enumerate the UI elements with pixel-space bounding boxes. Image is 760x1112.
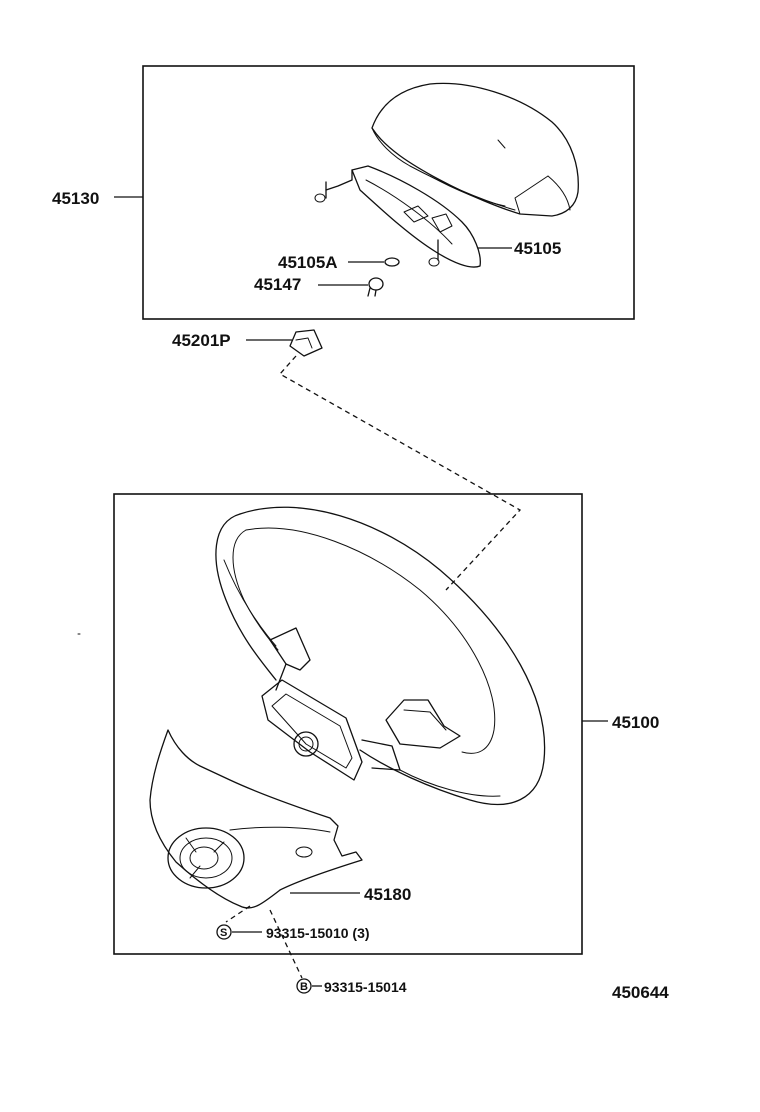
label-45130: 45130 [52,189,99,208]
label-45105a: 45105A [278,253,338,272]
label-45201p: 45201P [172,331,231,350]
screw-part [367,277,384,297]
horn-plate-drawing [314,165,481,268]
horn-pad-drawing [371,82,579,217]
label-93315-15010: 93315-15010 (3) [266,925,370,941]
label-93315-15014: 93315-15014 [324,979,407,995]
diagram-number: 450644 [612,983,669,1002]
screw-b-dashed-line [269,909,303,979]
label-45100: 45100 [612,713,659,732]
pad-assembly-frame [142,65,635,320]
steering-wheel-drawing [215,506,546,806]
lower-cover-drawing [149,729,363,909]
screw-s-dashed-line [225,905,251,923]
ring-part [384,257,400,267]
wheel-assembly-frame [113,493,583,955]
badge-b-text: B [300,981,308,993]
badge-b-icon [296,978,312,994]
badge-s-text: S [220,927,227,939]
nut-part [289,329,323,357]
label-45147: 45147 [254,275,301,294]
badge-s-icon [216,924,232,940]
label-45180: 45180 [364,885,411,904]
connection-dashed-line [278,355,522,591]
label-45105: 45105 [514,239,561,258]
